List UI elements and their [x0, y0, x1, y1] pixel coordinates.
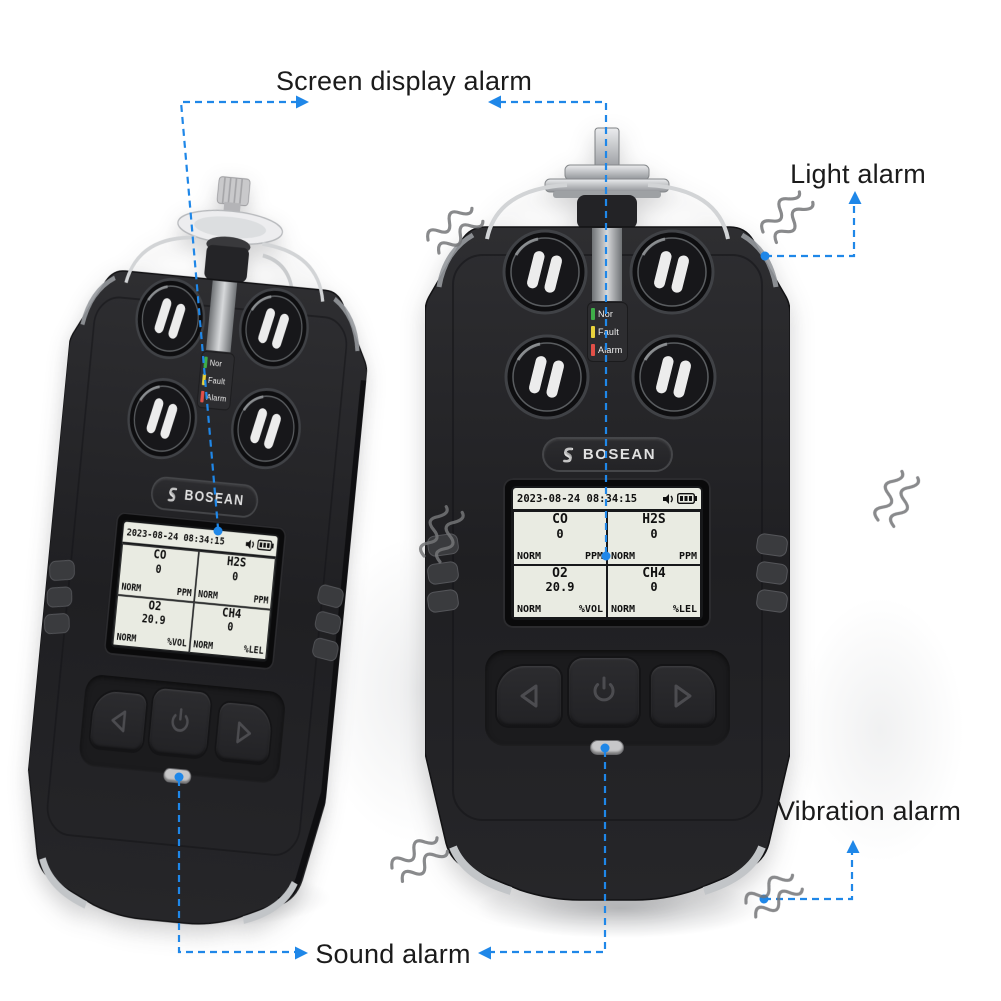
button-tray — [77, 673, 287, 785]
power-icon — [171, 708, 189, 732]
led-alarm: Alarm — [200, 390, 228, 405]
led-alarm: Alarm — [591, 344, 624, 356]
bottom-bumper-trim — [39, 857, 88, 909]
speaker-hole — [591, 741, 623, 754]
right-arrow-button — [651, 666, 715, 726]
fault-light — [591, 326, 595, 338]
left-arrow-button — [497, 666, 561, 726]
power-button — [148, 687, 212, 759]
sensor-port — [631, 334, 717, 420]
led-fault: Fault — [591, 326, 624, 338]
screen-statusbar: 2023-08-24 08:34:15 — [122, 522, 277, 557]
brand-name: BOSEAN — [183, 487, 246, 510]
right-arrow-icon — [236, 721, 252, 744]
power-icon — [593, 676, 615, 702]
callout-light-alarm: Light alarm — [790, 159, 926, 189]
left-arrow-button — [89, 689, 148, 752]
lcd-screen: 2023-08-24 08:34:15 CO 0 — [503, 478, 711, 628]
led-nor: Nor — [203, 356, 231, 370]
gas-detector-left: Nor Fault Alarm BOSEAN 2023-08-24 08:34:… — [13, 150, 385, 949]
arrow-up-icon — [848, 191, 862, 204]
led-indicator-panel: Nor Fault Alarm — [588, 303, 627, 361]
battery-icon — [677, 493, 697, 504]
brand-badge: BOSEAN — [151, 477, 258, 517]
left-arrow-icon — [520, 684, 538, 708]
bosean-logo-icon — [562, 447, 574, 462]
gas-cell-o2: O2 20.9 NORM%VOL — [112, 594, 195, 653]
fault-light — [201, 373, 207, 386]
screen-statusbar: 2023-08-24 08:34:15 — [513, 488, 701, 509]
button-tray — [485, 650, 730, 746]
sensor-port — [629, 229, 715, 315]
right-arrow-button — [215, 701, 273, 764]
sensor-port — [504, 334, 590, 420]
speaker-icon — [245, 539, 254, 549]
right-arrow-icon — [674, 684, 692, 708]
power-button — [569, 658, 639, 726]
speaker-icon — [663, 493, 673, 504]
arrow-up-icon — [846, 840, 860, 853]
lcd-screen: 2023-08-24 08:34:15 CO 0 — [103, 511, 287, 671]
arrow-right-icon — [296, 95, 309, 109]
left-arrow-icon — [111, 710, 127, 733]
gas-cell-ch4: CH4 0 NORM%LEL — [607, 564, 701, 618]
gas-cell-ch4: CH4 0 NORM%LEL — [189, 601, 271, 661]
alarm-light — [591, 344, 595, 356]
pump-inlet-fitting — [544, 127, 670, 229]
alarm-light — [200, 390, 205, 403]
gas-detector-right: Nor Fault Alarm BOSEAN 2023-08-24 08:34:… — [425, 105, 790, 915]
top-channel — [592, 228, 622, 301]
led-fault: Fault — [201, 373, 230, 388]
battery-icon — [257, 539, 274, 551]
screen-datetime: 2023-08-24 08:34:15 — [517, 492, 638, 505]
nor-light — [591, 308, 595, 320]
gas-cell-o2: O2 20.9 NORM%VOL — [513, 564, 607, 618]
callout-screen-display-alarm: Screen display alarm — [275, 66, 533, 96]
brand-name: BOSEAN — [582, 446, 657, 463]
bosean-logo-icon — [167, 487, 178, 501]
led-indicator-panel: Nor Fault Alarm — [197, 351, 235, 410]
callout-vibration-alarm: Vibration alarm — [776, 796, 962, 826]
ambient-shadow — [760, 540, 1000, 920]
sensor-port — [502, 229, 588, 315]
side-grip-ribs — [44, 559, 344, 662]
callout-sound-alarm: Sound alarm — [315, 939, 471, 969]
brand-badge: BOSEAN — [544, 439, 671, 470]
arrow-left-icon — [478, 946, 491, 960]
nor-light — [203, 356, 208, 369]
speaker-hole — [163, 768, 191, 784]
led-nor: Nor — [591, 308, 624, 320]
